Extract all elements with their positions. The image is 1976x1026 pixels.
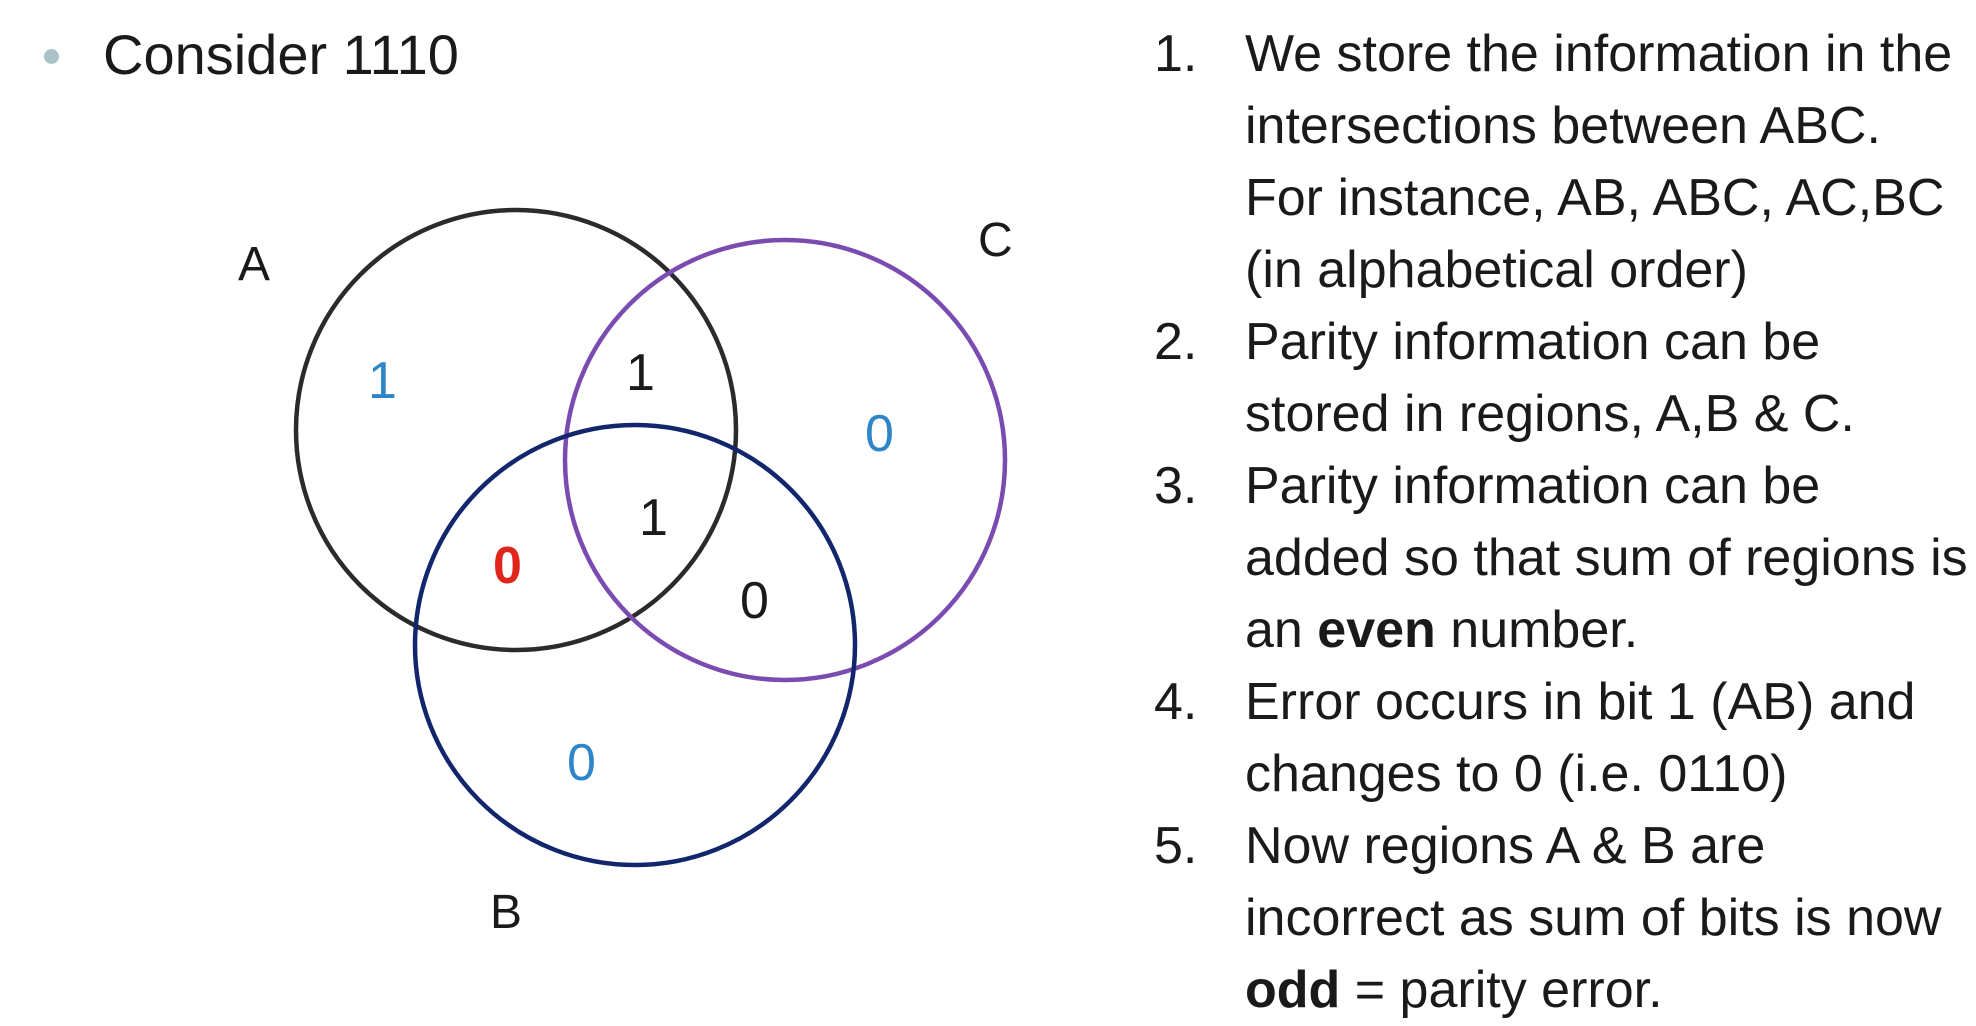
list-number: 3. — [1154, 457, 1198, 515]
bullet-text: Consider 1110 — [103, 23, 459, 86]
bit-bc: 0 — [740, 572, 769, 630]
list-text-pre: Parity information can be added so that … — [1245, 457, 1968, 659]
emphasis-odd: odd — [1245, 961, 1341, 1019]
bit-b-only: 0 — [567, 734, 596, 792]
list-item: 5. Now regions A & B are incorrect as su… — [1150, 810, 1970, 1026]
list-number: 2. — [1154, 313, 1198, 371]
list-text: We store the information in the intersec… — [1245, 25, 1953, 299]
circle-b — [412, 422, 858, 868]
list-text-post: number. — [1435, 601, 1639, 659]
list-item: 1. We store the information in the inter… — [1150, 18, 1970, 306]
list-number: 4. — [1154, 673, 1198, 731]
list-number: 5. — [1154, 817, 1198, 875]
bit-abc: 1 — [639, 489, 668, 547]
bit-ac: 1 — [626, 344, 655, 402]
venn-diagram: A C B 1 1 0 1 0 0 0 — [238, 207, 1013, 939]
list-text-pre: Now regions A & B are incorrect as sum o… — [1245, 817, 1942, 947]
bit-a-only: 1 — [368, 352, 397, 410]
emphasis-even: even — [1317, 601, 1436, 659]
list-text-post: = parity error. — [1340, 961, 1663, 1019]
label-b: B — [490, 886, 522, 939]
list-item: 4. Error occurs in bit 1 (AB) and change… — [1150, 666, 1970, 810]
circle-c — [562, 237, 1008, 683]
circle-a — [293, 207, 739, 653]
label-c: C — [978, 214, 1013, 267]
list-text: Now regions A & B are incorrect as sum o… — [1245, 817, 1941, 1019]
list-text: Parity information can be stored in regi… — [1245, 313, 1855, 443]
label-a: A — [238, 238, 270, 291]
bit-c-only: 0 — [865, 405, 894, 463]
list-text: Error occurs in bit 1 (AB) and changes t… — [1245, 673, 1916, 803]
bullet-dot-icon — [44, 49, 59, 64]
list-text: Parity information can be added so that … — [1245, 457, 1968, 659]
bit-ab: 0 — [493, 537, 522, 595]
bullet-item: Consider 1110 — [44, 22, 459, 87]
list-item: 3. Parity information can be added so th… — [1150, 450, 1970, 666]
explanation-list: 1. We store the information in the inter… — [1150, 18, 1970, 1026]
list-number: 1. — [1154, 25, 1198, 83]
list-item: 2. Parity information can be stored in r… — [1150, 306, 1970, 450]
